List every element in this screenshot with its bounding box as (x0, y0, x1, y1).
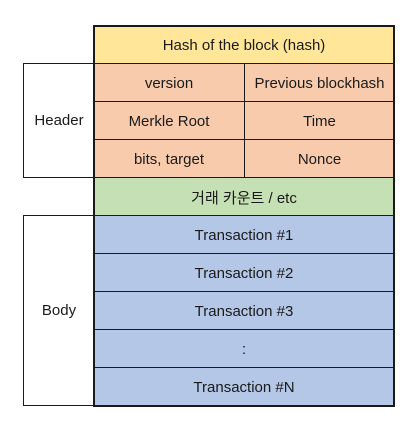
transaction-ellipsis-row: : (94, 330, 394, 368)
header-field-time: Time (245, 102, 394, 140)
header-field-text: version (144, 74, 194, 92)
header-field-text: Previous blockhash (254, 74, 385, 92)
body-section-label: Body (23, 215, 95, 406)
transaction-row: Transaction #1 (94, 216, 394, 254)
transaction-text: Transaction #3 (194, 302, 294, 320)
grid-line (94, 253, 394, 254)
grid-line (94, 177, 394, 178)
transaction-text: Transaction #N (193, 378, 295, 396)
header-field-merkle-root: Merkle Root (94, 102, 244, 140)
transaction-count-row: 거래 카운트 / etc (94, 178, 394, 216)
header-field-text: Time (303, 112, 336, 130)
header-field-text: Nonce (297, 150, 342, 168)
hash-row: Hash of the block (hash) (94, 26, 394, 64)
body-label-text: Body (41, 302, 77, 319)
header-field-version: version (94, 64, 244, 102)
transaction-row: Transaction #3 (94, 292, 394, 330)
transaction-text: : (241, 340, 247, 358)
grid-line (244, 63, 245, 177)
transaction-text: Transaction #1 (194, 226, 294, 244)
header-label-text: Header (34, 112, 84, 129)
grid-line (94, 215, 394, 216)
transaction-text: Transaction #2 (194, 264, 294, 282)
header-field-previous-blockhash: Previous blockhash (245, 64, 394, 102)
transaction-row: Transaction #2 (94, 254, 394, 292)
header-field-nonce: Nonce (245, 140, 394, 178)
grid-line (94, 329, 394, 330)
grid-line (94, 291, 394, 292)
header-field-bits-target: bits, target (94, 140, 244, 178)
grid-line (94, 367, 394, 368)
transaction-count-text: 거래 카운트 / etc (191, 189, 297, 207)
header-field-text: Merkle Root (128, 112, 210, 130)
hash-row-text: Hash of the block (hash) (162, 36, 326, 54)
header-section-label: Header (23, 63, 95, 178)
header-field-text: bits, target (133, 150, 205, 168)
transaction-row: Transaction #N (94, 368, 394, 406)
